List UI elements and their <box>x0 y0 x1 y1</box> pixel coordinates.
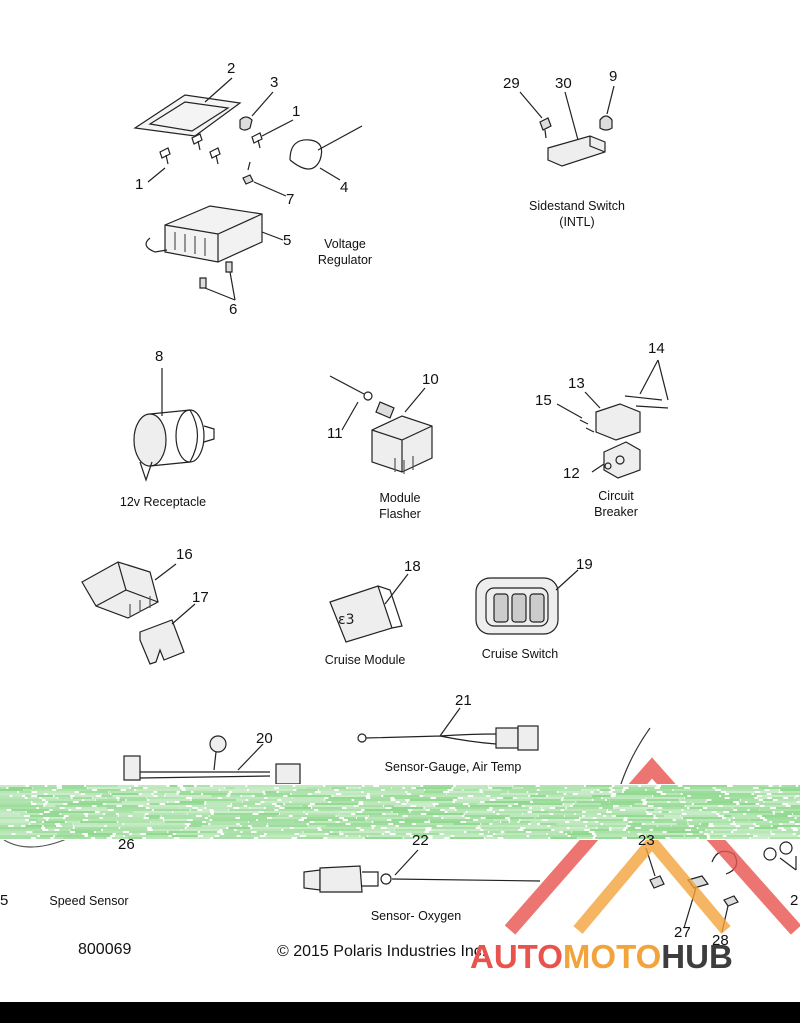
bracket-part <box>133 77 242 137</box>
callout-22: 22 <box>412 832 429 849</box>
scan-noise-band <box>0 784 800 840</box>
air-temp-sensor-part <box>357 707 539 751</box>
watermark-logo-icon <box>504 757 800 935</box>
harness-part <box>123 735 301 785</box>
callout-5: 5 <box>283 232 292 249</box>
sidestand-switch-part <box>519 85 615 167</box>
callout-5-partial: 5 <box>0 892 9 909</box>
caption-cruise-switch: Cruise Switch <box>481 647 559 661</box>
flasher-part <box>329 375 433 474</box>
caption-sensor-gauge: Sensor-Gauge, Air Temp <box>384 760 522 774</box>
callout-1: 1 <box>292 103 301 120</box>
cable-tie-part <box>289 125 363 181</box>
callout-10: 10 <box>422 371 439 388</box>
callout-6: 6 <box>229 301 238 318</box>
fuse-part <box>139 603 196 665</box>
screw-part <box>242 161 287 197</box>
bottom-bar <box>0 1002 800 1023</box>
callout-9: 9 <box>609 68 618 85</box>
callout-21: 21 <box>455 692 472 709</box>
callout-4: 4 <box>340 179 349 196</box>
callout-30: 30 <box>555 75 572 92</box>
caption-circuit-breaker: Circuit Breaker <box>594 489 638 519</box>
caption-cruise-module: Cruise Module <box>324 653 406 667</box>
callout-28: 28 <box>712 932 729 949</box>
receptacle-part <box>133 368 215 482</box>
svg-text:ε3: ε3 <box>338 612 354 628</box>
callout-19: 19 <box>576 556 593 573</box>
voltage-regulator-part <box>145 205 284 301</box>
part-number: 800069 <box>78 941 132 958</box>
circuit-breaker-part <box>556 359 669 479</box>
caption-receptacle: 12v Receptacle <box>119 495 207 509</box>
callout-16: 16 <box>176 546 193 563</box>
callout-15: 15 <box>535 392 552 409</box>
copyright-text: © 2015 Polaris Industries Inc. <box>277 943 487 960</box>
callout-8: 8 <box>155 348 164 365</box>
callout-2-partial: 2 <box>790 892 799 909</box>
caption-speed-sensor: Speed Sensor <box>49 894 129 908</box>
oxygen-sensor-part <box>303 849 541 893</box>
caption-module-flasher: Module Flasher <box>379 491 421 521</box>
watermark-text: AUTOMOTOHUB <box>470 938 733 975</box>
callout-20: 20 <box>256 730 273 747</box>
cruise-module-part: ε3 <box>329 573 409 643</box>
caption-sensor-oxygen: Sensor- Oxygen <box>370 909 462 923</box>
callout-12: 12 <box>563 465 580 482</box>
callout-26: 26 <box>118 836 135 853</box>
callout-27: 27 <box>674 924 691 941</box>
callout-1: 1 <box>135 176 144 193</box>
callout-2: 2 <box>227 60 236 77</box>
bolt-part <box>147 119 294 183</box>
connector-part <box>81 561 177 619</box>
callout-13: 13 <box>568 375 585 392</box>
callout-11: 11 <box>327 425 343 442</box>
callout-17: 17 <box>192 589 209 606</box>
callout-18: 18 <box>404 558 421 575</box>
callout-29: 29 <box>503 75 520 92</box>
caption-sidestand-switch: Sidestand Switch (INTL) <box>529 199 625 229</box>
callout-23: 23 <box>638 832 655 849</box>
callout-3: 3 <box>270 74 279 91</box>
cruise-switch-part <box>475 569 579 635</box>
callout-14: 14 <box>648 340 665 357</box>
caption-voltage-regulator: Voltage Regulator <box>317 237 373 267</box>
clip-part <box>239 91 274 131</box>
callout-7: 7 <box>286 191 295 208</box>
